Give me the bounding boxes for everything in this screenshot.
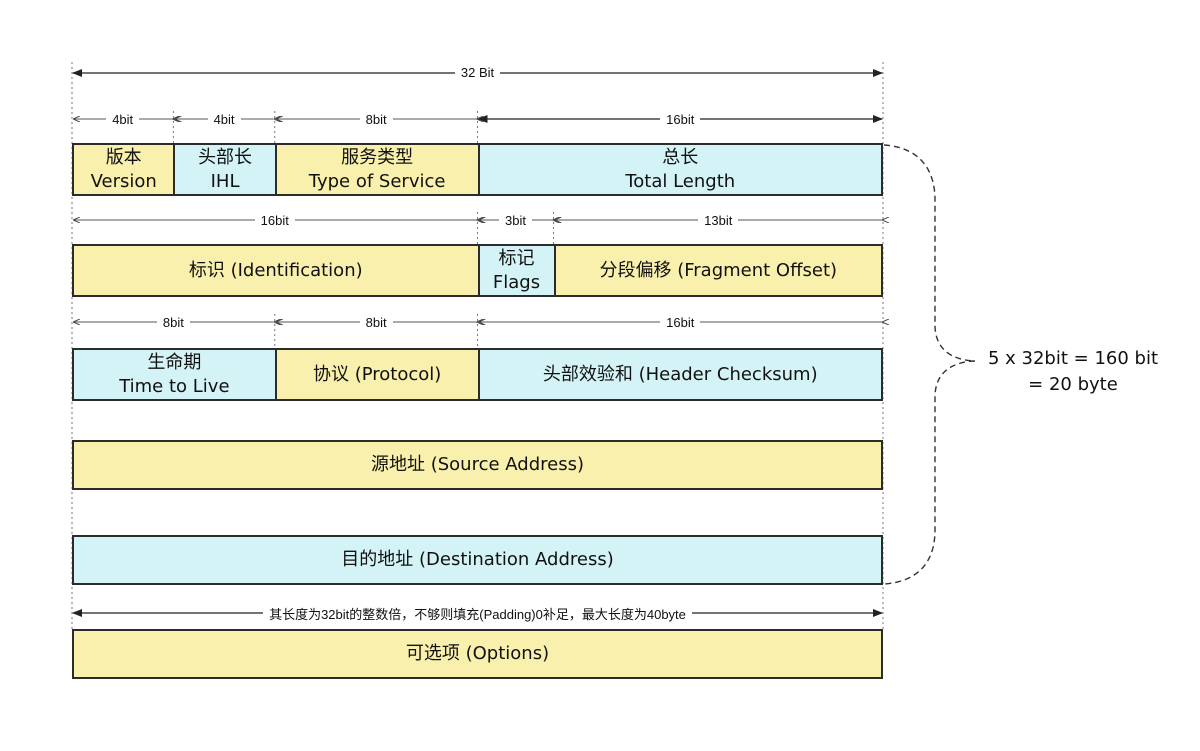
version-label-line-2: Version	[90, 170, 157, 192]
source-address-field: 源地址 (Source Address)	[72, 440, 883, 490]
fragment-offset-field: 分段偏移 (Fragment Offset)	[553, 244, 883, 297]
version-label-line-1: 版本	[105, 146, 142, 168]
type-of-service-label-line-1: 服务类型	[341, 146, 414, 168]
fragment-offset-label-line-1: 分段偏移 (Fragment Offset)	[599, 259, 838, 281]
ihl-label-line-2: IHL	[210, 170, 240, 192]
dimension-text-r2-1: 16bit	[254, 212, 295, 228]
time-to-live-label-line-2: Time to Live	[119, 375, 230, 397]
dimension-text-r3-1: 8bit	[156, 314, 190, 330]
options-label-line-1: 可选项 (Options)	[405, 643, 550, 664]
destination-address-field: 目的地址 (Destination Address)	[72, 535, 883, 585]
dimension-label-r3-1: 8bit	[72, 312, 275, 332]
dimension-text-r1-4: 16bit	[660, 111, 701, 127]
total-length-label-line-2: Total Length	[625, 170, 736, 192]
dimension-text-r1-2: 4bit	[207, 111, 241, 127]
identification-field: 标识 (Identification)	[72, 244, 480, 297]
flags-label-line-1: 标记	[498, 247, 535, 269]
flags-label-line-2: Flags	[492, 271, 541, 293]
identification-label-line-1: 标识 (Identification)	[188, 259, 363, 281]
protocol-label-line-1: 协议 (Protocol)	[312, 363, 442, 385]
dimension-text-r6-1: 其长度为32bit的整数倍，不够则填充(Padding)0补足，最大长度为40b…	[263, 603, 692, 623]
dimension-label-r1-1: 4bit	[72, 109, 173, 129]
dimension-label-r2-2: 3bit	[478, 210, 554, 230]
options-field: 可选项 (Options)	[72, 629, 883, 679]
width-label-32bit: 32 Bit	[72, 62, 883, 82]
dimension-label-r3-2: 8bit	[275, 312, 478, 332]
dimension-label-r2-1: 16bit	[72, 210, 478, 230]
header-checksum-label-line-1: 头部效验和 (Header Checksum)	[542, 363, 818, 385]
dimension-label-r1-3: 8bit	[275, 109, 478, 129]
dimension-text-r1-3: 8bit	[359, 111, 393, 127]
dimension-label-r3-3: 16bit	[478, 312, 884, 332]
dimension-label-r1-4: 16bit	[478, 109, 884, 129]
type-of-service-label-line-2: Type of Service	[308, 170, 446, 192]
header-size-label: 5 x 32bit = 160 bit = 20 byte	[978, 346, 1168, 398]
protocol-field: 协议 (Protocol)	[274, 348, 480, 401]
ihl-label-line-1: 头部长	[198, 146, 253, 168]
total-length-label-line-1: 总长	[662, 146, 699, 168]
dimension-text-r1-1: 4bit	[106, 111, 140, 127]
source-address-label-line-1: 源地址 (Source Address)	[371, 454, 584, 475]
header-checksum-field: 头部效验和 (Header Checksum)	[477, 348, 883, 401]
destination-address-label-line-1: 目的地址 (Destination Address)	[341, 549, 614, 570]
dimension-label-r6-1: 其长度为32bit的整数倍，不够则填充(Padding)0补足，最大长度为40b…	[72, 603, 883, 623]
dimension-text-r2-3: 13bit	[698, 212, 739, 228]
header-size-line-1: 5 x 32bit = 160 bit	[987, 348, 1159, 369]
header-brace	[883, 144, 976, 585]
dimension-text-r3-2: 8bit	[359, 314, 393, 330]
dimension-label-r1-2: 4bit	[173, 109, 274, 129]
time-to-live-label-line-1: 生命期	[147, 351, 202, 373]
dimension-label-r2-3: 13bit	[554, 210, 883, 230]
dimension-text-r3-3: 16bit	[660, 314, 701, 330]
header-size-line-2: = 20 byte	[1028, 374, 1118, 395]
dimension-text-r2-2: 3bit	[499, 212, 532, 228]
